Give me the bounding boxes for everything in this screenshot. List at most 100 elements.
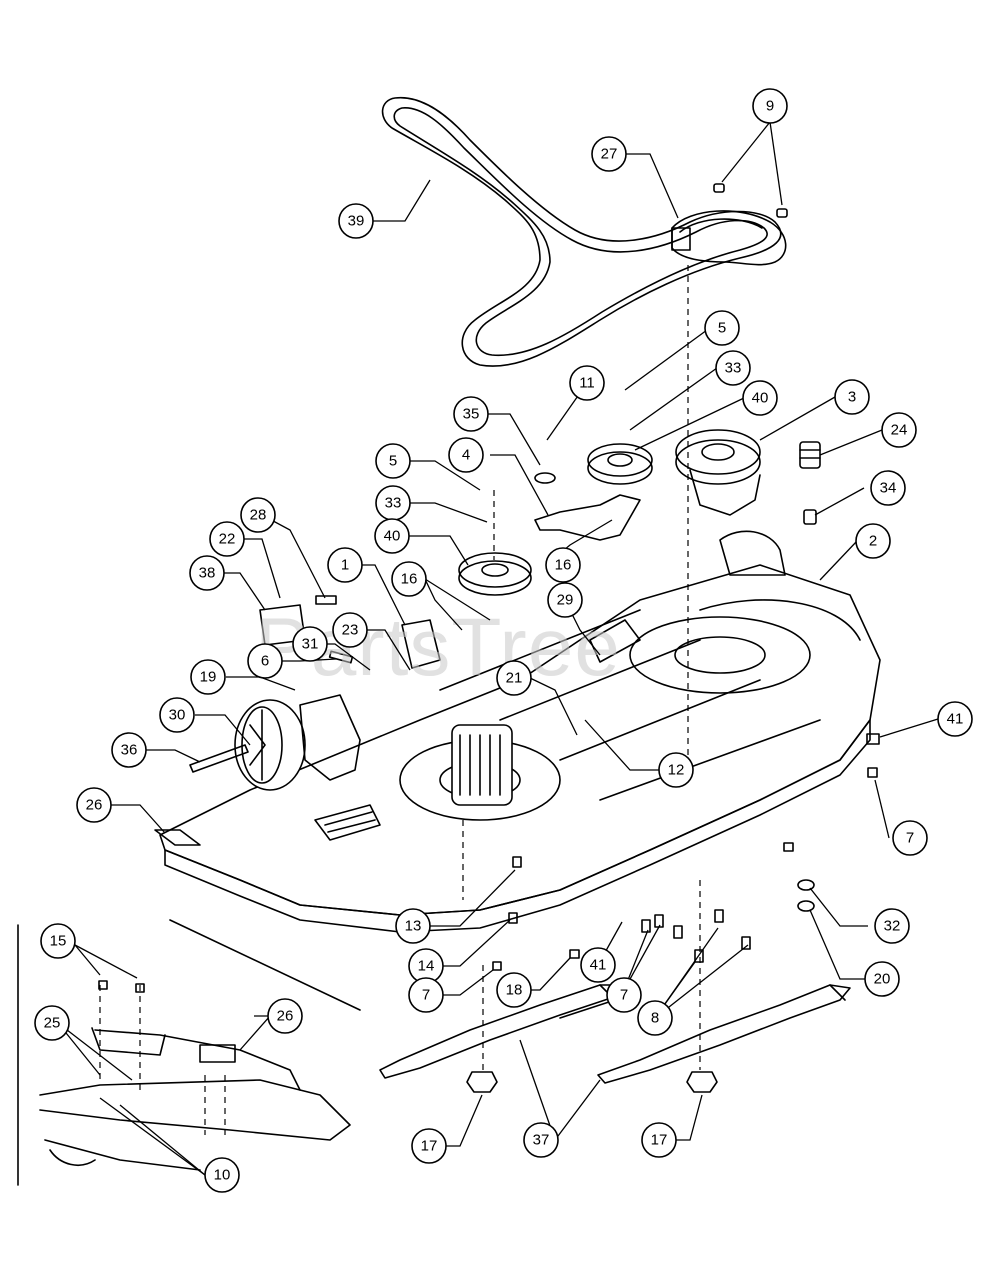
svg-text:7: 7: [422, 987, 430, 1004]
callout-5-left: 5: [375, 443, 411, 479]
svg-text:15: 15: [50, 933, 67, 950]
svg-text:28: 28: [250, 507, 267, 524]
callout-2: 2: [855, 523, 891, 559]
callouts: 39 27 9 5 33 11 35 40 3 24 4 5 34 28 33 …: [34, 88, 973, 1193]
bolt-34: [803, 509, 817, 525]
callout-7-right: 7: [892, 820, 928, 856]
flat-washer: [534, 472, 556, 484]
svg-text:32: 32: [884, 918, 901, 935]
callout-36: 36: [111, 732, 147, 768]
spacer-28: [315, 595, 337, 605]
callout-18: 18: [496, 972, 532, 1008]
belt-guard: [671, 210, 787, 266]
blade-nut-right: [686, 1071, 718, 1093]
deck-adjust-plate: [314, 804, 381, 841]
linkage-29: [589, 619, 641, 663]
svg-text:23: 23: [342, 622, 359, 639]
idler-arm: [534, 494, 641, 541]
drive-belt: [381, 96, 782, 367]
bolt-14: [508, 912, 518, 924]
inset-detail: [17, 919, 361, 1186]
wheel-bracket: [299, 694, 361, 781]
svg-text:26: 26: [277, 1008, 294, 1025]
svg-text:18: 18: [506, 982, 523, 999]
callout-12: 12: [658, 752, 694, 788]
svg-text:17: 17: [651, 1132, 668, 1149]
callout-16-right: 16: [545, 547, 581, 583]
svg-text:30: 30: [169, 707, 186, 724]
svg-text:33: 33: [385, 495, 402, 512]
callout-16-left: 16: [391, 561, 427, 597]
hex-nut-9b: [776, 208, 788, 218]
callout-40-left: 40: [374, 518, 410, 554]
svg-text:7: 7: [620, 987, 628, 1004]
callout-39: 39: [338, 203, 374, 239]
svg-text:2: 2: [869, 533, 877, 550]
callout-9: 9: [752, 88, 788, 124]
callout-20: 20: [864, 961, 900, 997]
svg-text:6: 6: [261, 653, 269, 670]
svg-text:26: 26: [86, 797, 103, 814]
bracket-1: [401, 619, 441, 669]
callout-28: 28: [240, 497, 276, 533]
callout-35: 35: [453, 396, 489, 432]
callout-33-left: 33: [375, 485, 411, 521]
callout-26-deck: 26: [76, 787, 112, 823]
callout-30: 30: [159, 697, 195, 733]
callout-17-left: 17: [411, 1128, 447, 1164]
svg-text:22: 22: [219, 531, 236, 548]
spindle-pulley-main: [675, 429, 761, 516]
svg-text:24: 24: [891, 422, 908, 439]
callout-1: 1: [327, 547, 363, 583]
svg-text:31: 31: [302, 636, 319, 653]
svg-text:37: 37: [533, 1132, 550, 1149]
svg-text:19: 19: [200, 669, 217, 686]
callout-38: 38: [189, 555, 225, 591]
svg-text:14: 14: [418, 958, 435, 975]
svg-text:34: 34: [880, 480, 897, 497]
idler-pulley-left: [458, 552, 532, 596]
bolt-13: [512, 856, 522, 868]
svg-text:38: 38: [199, 565, 216, 582]
hex-nut-9a: [713, 183, 725, 193]
callout-3: 3: [834, 379, 870, 415]
callout-17-right: 17: [641, 1122, 677, 1158]
callout-34: 34: [870, 470, 906, 506]
svg-text:4: 4: [462, 447, 470, 464]
svg-text:20: 20: [874, 971, 891, 988]
svg-text:41: 41: [590, 957, 607, 974]
callout-26-inset: 26: [267, 998, 303, 1034]
callout-41-right: 41: [937, 701, 973, 737]
svg-text:11: 11: [579, 375, 595, 392]
callout-5-top: 5: [704, 310, 740, 346]
callout-4: 4: [448, 437, 484, 473]
callout-24: 24: [881, 412, 917, 448]
nut-18: [569, 949, 580, 959]
callout-13: 13: [395, 908, 431, 944]
svg-text:29: 29: [557, 592, 574, 609]
svg-text:40: 40: [752, 390, 769, 407]
callout-29: 29: [547, 582, 583, 618]
callout-11: 11: [569, 365, 605, 401]
callout-19: 19: [190, 659, 226, 695]
bolt-41-right: [866, 733, 880, 745]
svg-text:9: 9: [766, 98, 774, 115]
wheel-bolt: [189, 744, 249, 773]
svg-text:10: 10: [214, 1167, 231, 1184]
svg-text:39: 39: [348, 213, 365, 230]
idler-pulley-right: [587, 443, 653, 485]
callout-10: 10: [204, 1157, 240, 1193]
svg-text:27: 27: [601, 146, 618, 163]
callout-37: 37: [523, 1122, 559, 1158]
callout-32: 32: [874, 908, 910, 944]
callout-23: 23: [332, 612, 368, 648]
blade-nut-left: [466, 1071, 498, 1093]
callout-27: 27: [591, 136, 627, 172]
bolts-8: [641, 909, 751, 963]
callout-25: 25: [34, 1005, 70, 1041]
svg-text:5: 5: [389, 453, 397, 470]
mower-deck-shell: [159, 530, 881, 933]
callout-6: 6: [247, 643, 283, 679]
blade-right: [597, 984, 851, 1084]
